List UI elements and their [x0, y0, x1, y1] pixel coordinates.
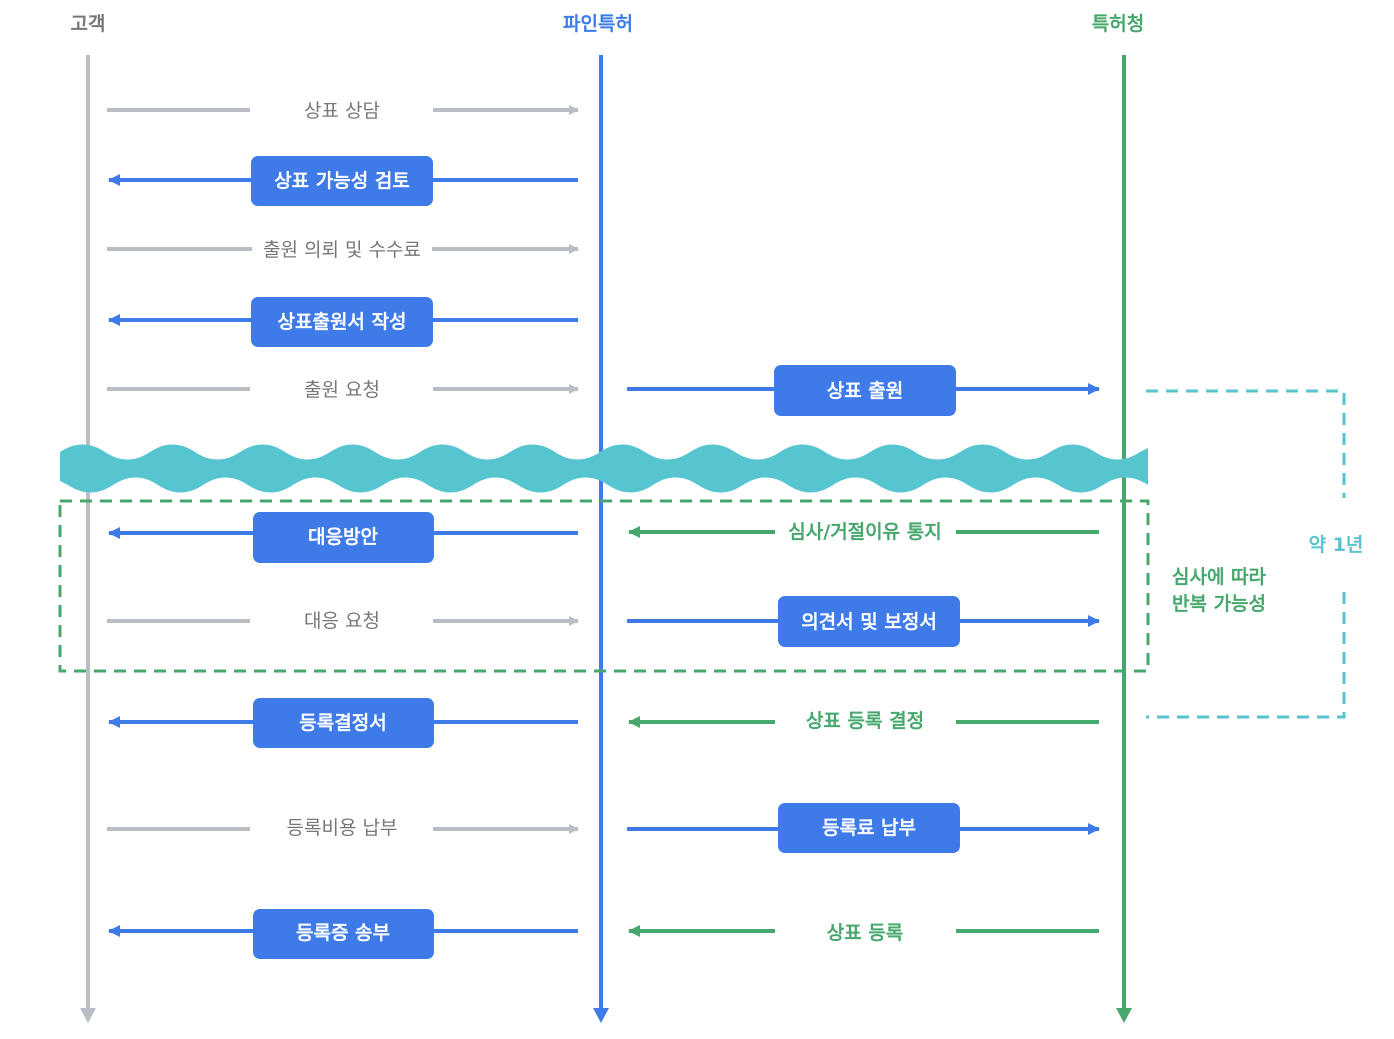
step-8-box — [253, 698, 434, 748]
step-8-label: 등록결정서 — [299, 712, 386, 734]
step-7b-label: 의견서 및 보정서 — [801, 611, 937, 633]
lane-arrowhead-customer — [80, 1008, 96, 1023]
lane-arrowhead-office — [1116, 1008, 1132, 1023]
step-7-label: 대응 요청 — [304, 610, 380, 632]
step-3-label: 출원 의뢰 및 수수료 — [263, 239, 421, 261]
step-4-box — [251, 297, 433, 347]
step-9-label: 등록비용 납부 — [287, 817, 398, 839]
lane-arrowhead-firm — [593, 1008, 609, 1023]
step-10-label: 등록증 송부 — [296, 922, 390, 944]
repeat-note-line2: 반복 가능성 — [1172, 593, 1266, 615]
step-6-label: 대응방안 — [308, 526, 378, 548]
repeat-note-line1: 심사에 따라 — [1172, 566, 1267, 588]
step-10-box — [253, 909, 434, 959]
lane-title-office: 특허청 — [1092, 13, 1144, 35]
step-6-box — [253, 512, 434, 563]
repeat-region-border — [58, 499, 1150, 673]
step-1-label: 상표 상담 — [304, 100, 380, 122]
step-9b-box — [778, 803, 960, 853]
step-8b-label: 상표 등록 결정 — [806, 710, 924, 732]
step-10b-label: 상표 등록 — [827, 922, 904, 944]
step-6b-label: 심사/거절이유 통지 — [788, 521, 941, 543]
step-4-label: 상표출원서 작성 — [278, 311, 407, 333]
step-5b-label: 상표 출원 — [827, 380, 904, 402]
lane-title-firm: 파인특허 — [563, 13, 633, 35]
step-5b-box — [774, 365, 956, 416]
duration-bracket-top — [1146, 389, 1346, 498]
lane-title-customer: 고객 — [71, 13, 106, 35]
step-7b-box — [778, 596, 960, 647]
step-2-box — [251, 156, 433, 206]
step-2-label: 상표 가능성 검토 — [274, 170, 410, 192]
step-9b-label: 등록료 납부 — [822, 817, 916, 839]
step-5-label: 출원 요청 — [304, 379, 380, 401]
duration-note: 약 1년 — [1309, 534, 1364, 556]
time-break-band — [60, 444, 1148, 493]
duration-bracket-bottom — [1146, 592, 1346, 719]
